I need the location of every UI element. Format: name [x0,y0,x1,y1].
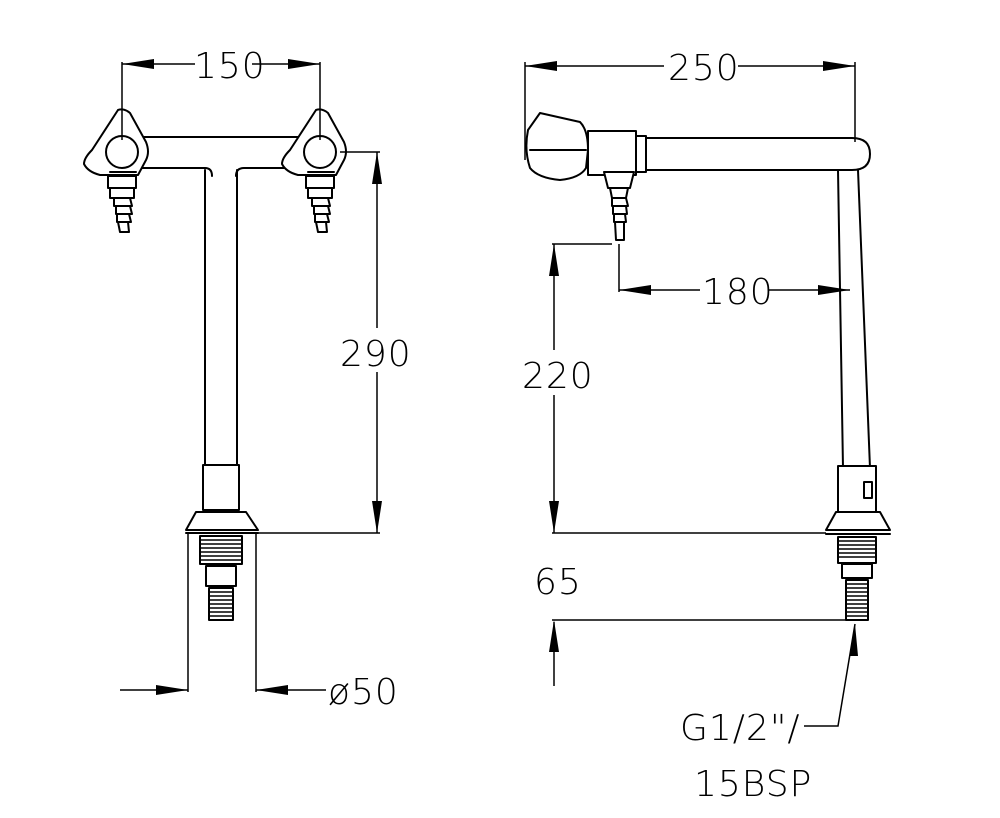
collar-marker [863,481,873,499]
stand-pipe-left [837,169,844,469]
dim-180-label: 180 [702,272,774,313]
right-hose-nozzle [305,175,335,233]
spout-arm [645,137,871,171]
thread-spec-line1: G1/2"/ [680,708,801,749]
side-lock-nut [841,563,873,579]
left-handle [83,108,149,176]
right-handle [281,108,347,176]
stand-pipe-right [857,169,871,469]
dim-220-label: 220 [522,356,594,397]
side-shank-threads [838,540,876,558]
side-base-flange [825,511,891,531]
stand-collar [837,465,877,513]
dim-250: 250 [524,48,856,160]
dim-150-label: 150 [194,46,266,87]
leader-arrow [850,624,858,656]
dim-180: 180 [618,244,850,313]
dim-diameter-50-label: ø50 [328,672,399,713]
dim-65: 65 [534,562,860,686]
dim-290: 290 [258,151,412,534]
thread-spec-line2: 15BSP [694,764,812,805]
valve-handle [525,112,589,181]
side-outlet-nozzle [603,171,635,241]
dim-250-label: 250 [668,48,740,89]
dim-diameter-50: ø50 [120,533,399,713]
left-hose-nozzle [107,175,137,233]
side-tail-threads [846,583,868,617]
dim-65-label: 65 [534,562,582,603]
tail-threads [209,591,233,617]
shank-threads [200,539,242,561]
base-flange [185,511,259,531]
leader-line [804,623,856,727]
valve-body [587,130,637,176]
dim-290-label: 290 [340,334,412,375]
front-view: 150 290 ø50 [83,46,412,713]
riser-collar [202,464,240,511]
lock-nut [205,565,237,587]
dim-150: 150 [121,46,321,140]
thread-spec-callout: G1/2"/ 15BSP [680,623,858,805]
dim-220: 220 [522,243,826,534]
body-ring [635,135,647,173]
side-view: 250 180 220 65 [522,48,891,805]
